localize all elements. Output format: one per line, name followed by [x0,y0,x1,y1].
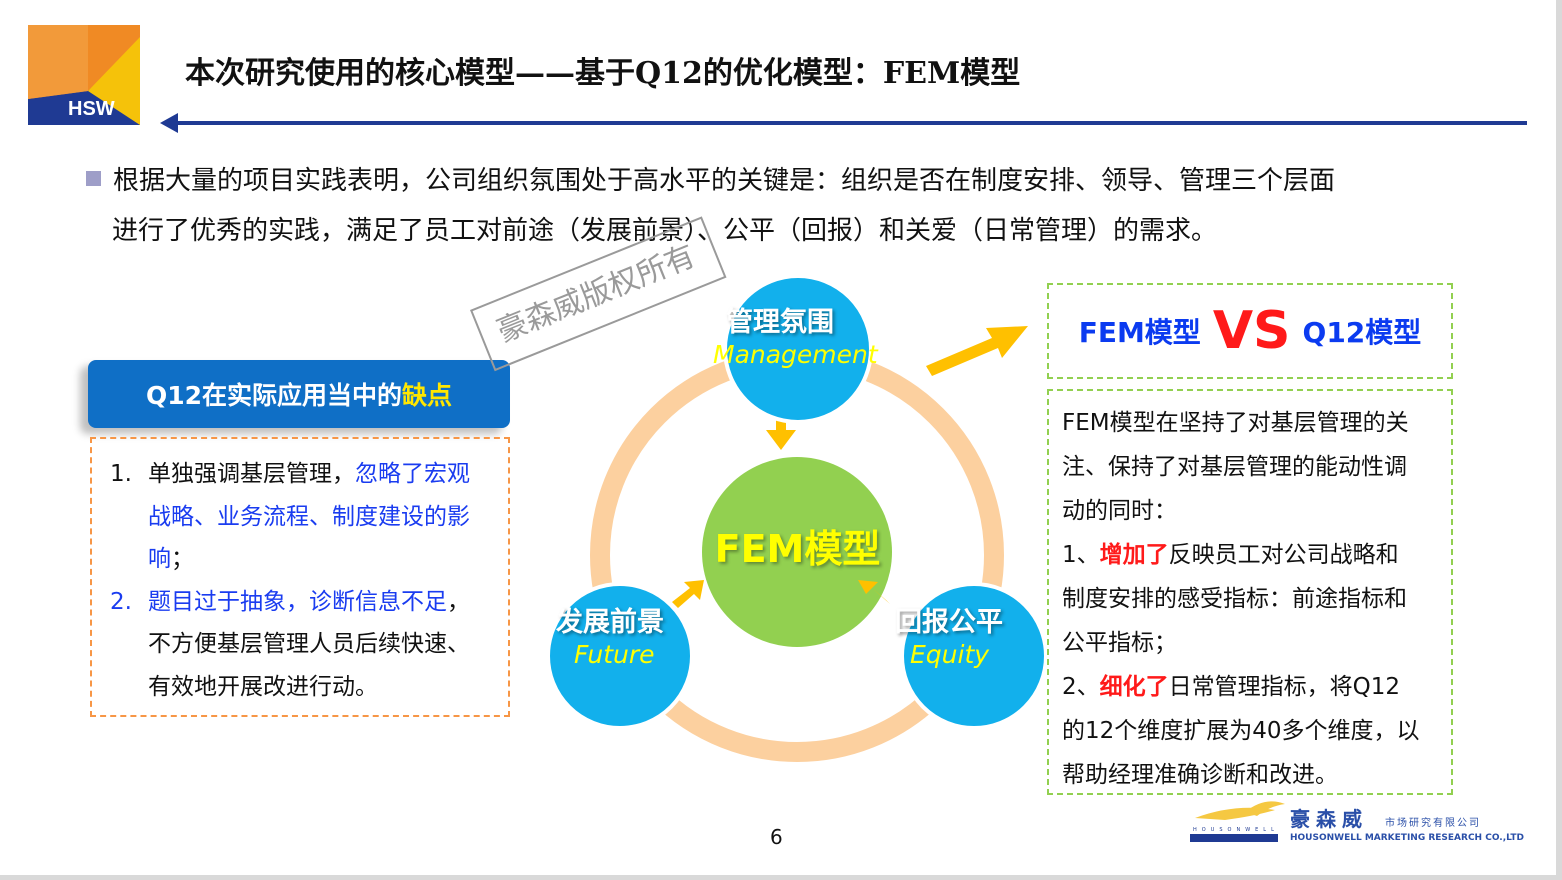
compare-left: FEM模型 [1078,316,1201,349]
text: 2、 [1062,674,1100,700]
center-label: FEM模型 [714,527,881,571]
text: 日常管理指标，将Q12 [1168,674,1401,700]
intro-text: 根据大量的项目实践表明，公司组织氛围处于高水平的关键是：组织是否在制度安排、领导… [86,156,1466,256]
arrow-left-icon [160,113,178,133]
compare-box: FEM模型 VS Q12模型 [1047,283,1453,379]
arrow-down-icon [766,414,796,450]
node-label: 发展前景 [556,607,664,638]
q12-heading: Q12在实际应用当中的缺点 [88,360,510,428]
text-line: 公平指标； [1062,630,1177,656]
item-emphasis: 响 [148,546,171,572]
heading-highlight: 缺点 [402,381,453,410]
node-label-en: Management [713,340,878,369]
q12-shortcomings-box: 1. 单独强调基层管理，忽略了宏观 战略、业务流程、制度建设的影 响； 2. 题目过… [90,437,510,717]
node-label: 管理氛围 [726,307,834,338]
node-equity [900,582,1048,730]
intro-line: 根据大量的项目实践表明，公司组织氛围处于高水平的关键是：组织是否在制度安排、领导… [113,166,1336,196]
arrow-right-icon [926,326,1028,376]
svg-text:豪森威: 豪森威 [1290,807,1368,831]
text-line: 制度安排的感受指标：前途指标和 [1062,586,1407,612]
item-number: 2. [110,588,132,615]
item-text: ； [171,546,194,572]
intro-line: 进行了优秀的实践，满足了员工对前途（发展前景）、公平（回报）和关爱（日常管理）的… [112,216,1218,246]
title-rule [175,121,1527,125]
item-emphasis: 战略、业务流程、制度建设的影 [148,503,470,530]
item-text: 单独强调基层管理， [148,461,355,487]
frame-right [1556,0,1562,880]
bullet-square-icon [86,171,101,186]
item-number: 1. [110,461,132,487]
arrow-icons [672,326,1028,608]
center-circle [702,457,892,647]
emphasis: 增加了 [1099,542,1169,568]
page-number: 6 [770,825,783,849]
item-text: 有效地开展改进行动。 [148,673,378,700]
text-line: 帮助经理准确诊断和改进。 [1062,762,1338,788]
text: 反映员工对公司战略和 [1168,542,1399,568]
text: 1、 [1062,542,1100,568]
item-text: 不方便基层管理人员后续快速、 [148,631,470,657]
company-logo: HOUSONWELL 豪森威 市场研究有限公司 HOUSONWELL MARKE… [1190,801,1524,843]
page-title: 本次研究使用的核心模型——基于Q12的优化模型：FEM模型 [185,56,1021,91]
fem-description-box: FEM模型在坚持了对基层管理的关 注、保持了对基层管理的能动性调 动的同时： 1… [1047,389,1453,795]
text-line: 注、保持了对基层管理的能动性调 [1062,454,1407,480]
emphasis: 细化了 [1099,674,1169,700]
svg-text:HOUSONWELL MARKETING RESEARCH: HOUSONWELL MARKETING RESEARCH CO.,LTD [1290,833,1524,843]
svg-text:HSW: HSW [68,98,115,120]
node-management [723,274,873,424]
text-line: 的12个维度扩展为40多个维度，以 [1062,718,1420,744]
svg-text:HOUSONWELL: HOUSONWELL [1193,827,1279,833]
compare-vs: VS [1212,301,1291,361]
heading-text: Q12在实际应用当中的 [145,381,403,410]
text-line: 动的同时： [1062,498,1177,524]
svg-text:市场研究有限公司: 市场研究有限公司 [1385,816,1481,829]
item-text: ， [447,588,470,615]
item-emphasis: 忽略了宏观 [355,461,470,487]
item-emphasis: 题目过于抽象，诊断信息不足 [148,588,447,615]
node-label-en: Future [574,640,655,669]
node-future [546,582,694,730]
node-label-en: Equity [910,640,990,669]
frame-bottom [0,875,1562,880]
hsw-logo: HSW [28,25,140,125]
arrow-up-left-icon [858,580,890,604]
arrow-up-right-icon [672,580,704,608]
text-line: FEM模型在坚持了对基层管理的关 [1062,410,1409,436]
node-label: 回报公平 [895,607,1003,638]
compare-right: Q12模型 [1302,316,1422,349]
